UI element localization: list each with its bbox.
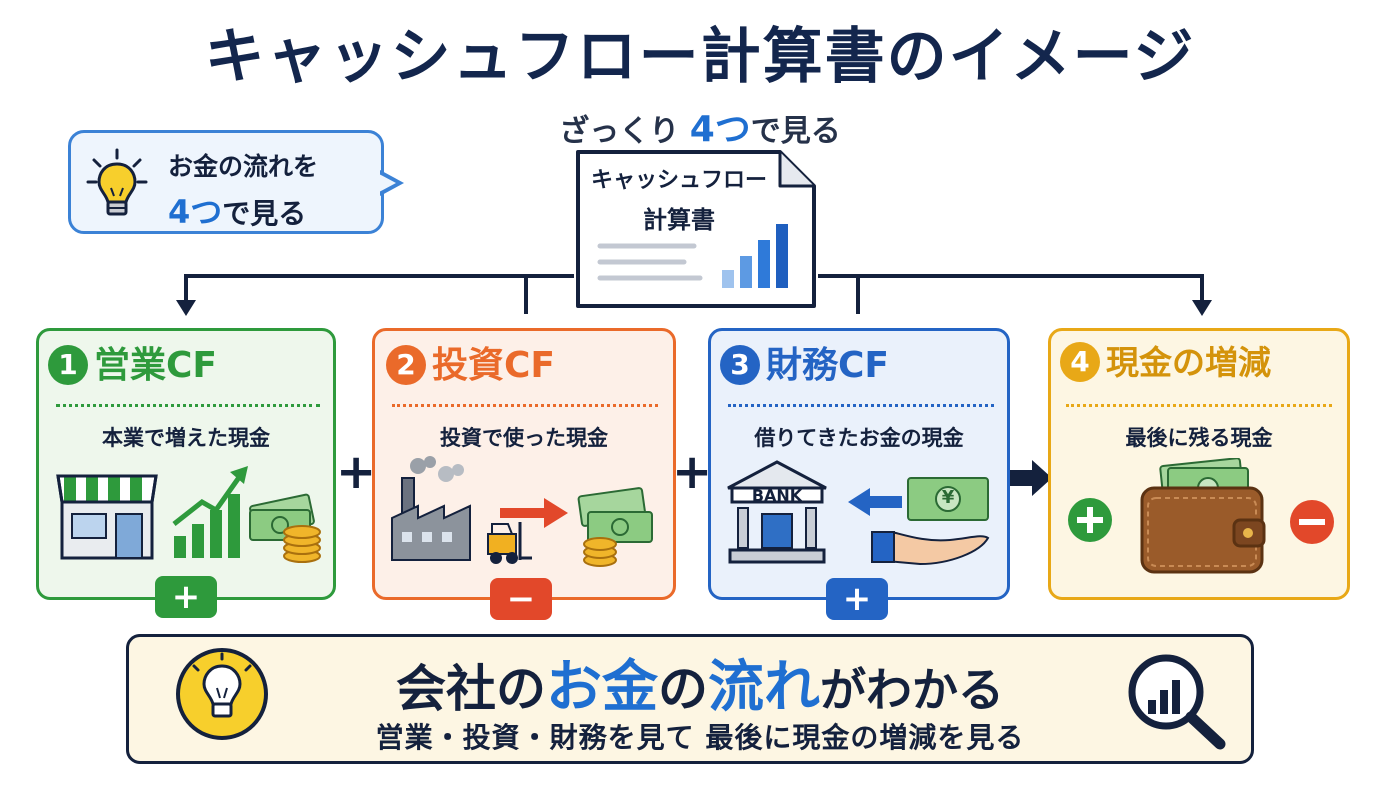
- callout-tail-fill: [379, 174, 396, 192]
- step-1-number: 1: [48, 345, 88, 385]
- financing-cf-label: 財務CF: [766, 345, 890, 386]
- minus-circle-icon: [1290, 500, 1334, 544]
- summary-subtext: 営業・投資・財務を見て 最後に現金の増減を見る: [375, 721, 1025, 754]
- divider: [56, 404, 320, 407]
- down-arrow-right: [1192, 300, 1212, 316]
- investing-cf-label: 投資CF: [432, 345, 556, 386]
- document-title-line2: 計算書: [643, 206, 715, 234]
- headline-part3: の: [658, 660, 708, 718]
- plus-badge: +: [155, 576, 217, 618]
- headline-part1: 会社の: [396, 660, 546, 718]
- yen-symbol: ¥: [941, 487, 955, 508]
- left-arrow-icon: [848, 488, 902, 516]
- headline-part2: お金: [546, 655, 658, 720]
- flow-arrow: [1010, 460, 1052, 496]
- operating-cf-label: 営業CF: [94, 345, 218, 386]
- subtitle-suffix: で見る: [750, 114, 841, 149]
- investing-cf-description: 投資で使った現金: [440, 426, 608, 450]
- right-arrow-icon: [500, 498, 568, 528]
- money-coins-icon: [577, 487, 653, 567]
- minus-badge: −: [490, 578, 552, 620]
- wallet-icon: [1140, 458, 1266, 574]
- headline-part5: がわかる: [820, 663, 1004, 717]
- step-3-number: 3: [720, 345, 760, 385]
- banknote-hand-icon: [871, 477, 990, 566]
- callout-line2: 4つで見る: [168, 187, 306, 233]
- summary-banner: [126, 634, 1254, 764]
- financing-cf-sign-wrap: +: [826, 578, 888, 620]
- plus-operator: +: [336, 444, 377, 500]
- page-subtitle: ざっくり 4つで見る: [0, 100, 1400, 152]
- bank-icon: [727, 460, 827, 564]
- plus-operator: +: [672, 444, 713, 500]
- money-coins-icon: [249, 493, 321, 563]
- plus-circle-icon: [1068, 498, 1112, 542]
- document-title-line1: キャッシュフロー: [590, 168, 767, 193]
- bank-label: BANK: [751, 486, 803, 505]
- headline-part4: 流れ: [708, 655, 820, 720]
- factory-icon: [391, 456, 471, 561]
- document-icon: [576, 150, 816, 308]
- callout-line1: お金の流れを: [168, 152, 319, 181]
- subtitle-prefix: ざっくり: [559, 114, 690, 149]
- operating-cf-description: 本業で増えた現金: [102, 426, 270, 450]
- subtitle-highlight: 4つ: [689, 109, 751, 150]
- divider: [392, 404, 658, 407]
- page-title: キャッシュフロー計算書のイメージ: [204, 22, 1196, 92]
- growth-chart-icon: [172, 466, 248, 558]
- divider: [728, 404, 994, 407]
- down-arrow-left: [176, 300, 196, 316]
- step-2-number: 2: [386, 345, 426, 385]
- forklift-icon: [487, 522, 532, 564]
- step-4-number: 4: [1060, 342, 1100, 382]
- cash-change-description: 最後に残る現金: [1125, 426, 1273, 450]
- cash-change-label: 現金の増減: [1106, 343, 1271, 382]
- callout-highlight: 4つ: [168, 193, 223, 231]
- shop-icon: [56, 474, 158, 560]
- investing-cf-sign-wrap: −: [490, 578, 552, 620]
- lightbulb-icon: [176, 648, 268, 740]
- operating-cf-sign-wrap: +: [155, 576, 217, 618]
- magnifier-chart-icon: [1128, 654, 1226, 750]
- lightbulb-icon: [86, 148, 148, 216]
- summary-headline: 会社のお金の流れがわかる: [300, 642, 1100, 723]
- financing-cf-description: 借りてきたお金の現金: [754, 426, 964, 450]
- callout-suffix: で見る: [222, 197, 307, 230]
- divider: [1066, 404, 1332, 407]
- plus-badge: +: [826, 578, 888, 620]
